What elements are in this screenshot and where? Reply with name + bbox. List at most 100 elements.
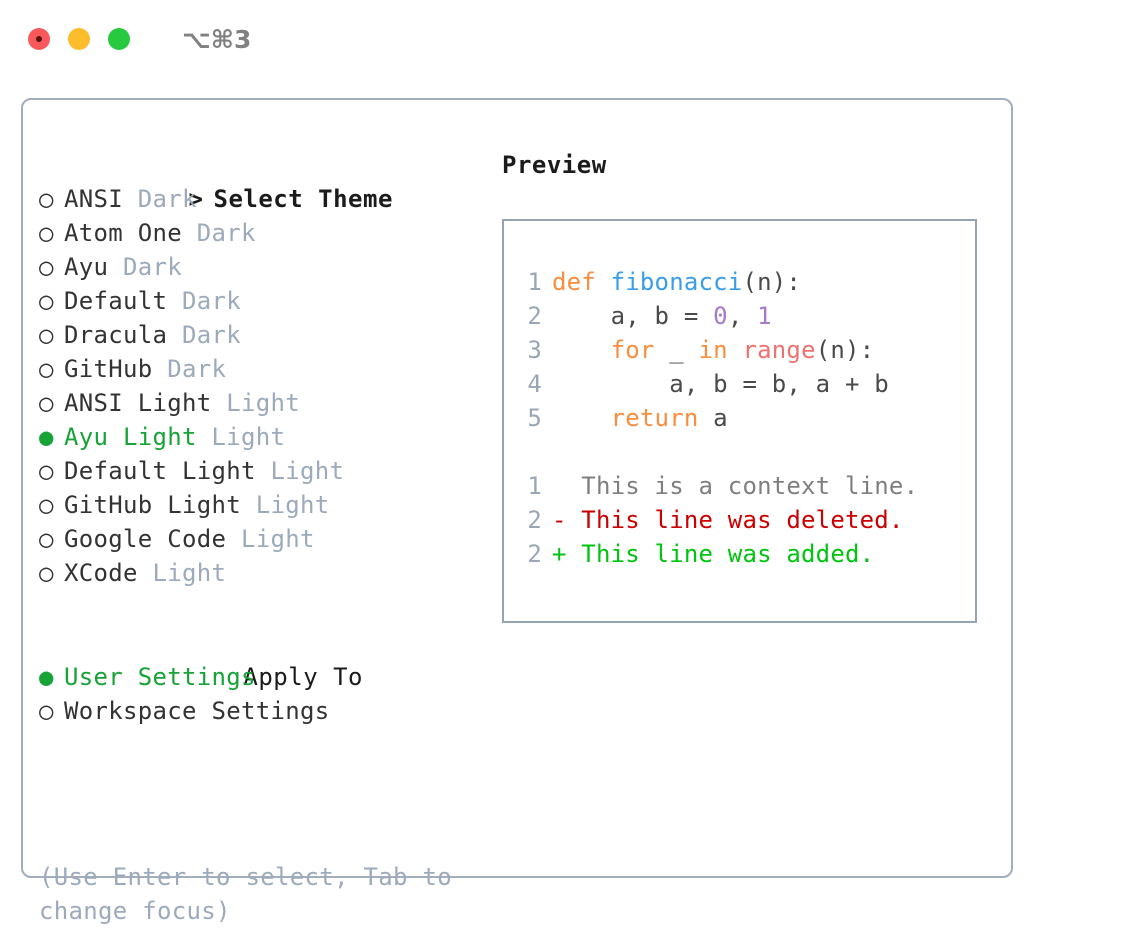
theme-option-ayu-light[interactable]: ● Ayu Light Light — [39, 420, 494, 454]
theme-variant-badge: Dark — [167, 355, 227, 383]
code-line: 4 a, b = b, a + b — [518, 367, 969, 401]
theme-option-xcode[interactable]: ○XCode Light — [39, 556, 494, 590]
radio-unselected-icon: ○ — [39, 697, 54, 725]
theme-option-github-light[interactable]: ○ GitHub Light Light — [39, 488, 494, 522]
code-token-pl: a — [698, 404, 728, 432]
line-number: 2 — [527, 540, 542, 568]
radio-unselected-icon: ○ — [39, 525, 54, 553]
theme-option-label: ANSI — [64, 185, 138, 213]
select-theme-title: Select Theme — [213, 185, 393, 213]
radio-unselected-icon: ○ — [39, 287, 54, 315]
line-number: 3 — [527, 336, 542, 364]
theme-variant-badge: Dark — [137, 185, 197, 213]
line-number: 1 — [527, 268, 542, 296]
code-token-kw: in — [698, 336, 728, 364]
code-token-pl — [728, 336, 743, 364]
theme-option-label: Ayu — [64, 253, 123, 281]
theme-option-dracula[interactable]: ○ Dracula Dark — [39, 318, 494, 352]
theme-option-label: Atom One — [64, 219, 197, 247]
theme-option-default[interactable]: ○Default Dark — [39, 284, 494, 318]
theme-variant-badge: Dark — [123, 253, 182, 281]
apply-to-section: Apply To ● User Settings ○Workspace Settin… — [39, 626, 494, 728]
theme-option-label: XCode — [64, 559, 153, 587]
code-token-pl: (n): — [742, 268, 802, 296]
apply-option-list: ● User Settings ○Workspace Settings — [39, 660, 494, 728]
minimize-button[interactable] — [68, 28, 90, 50]
theme-variant-badge: Dark — [196, 219, 256, 247]
theme-option-list: ○ANSI Dark○Atom One Dark○Ayu Dark○Defaul… — [39, 182, 494, 590]
preview-spacer — [518, 435, 969, 469]
apply-option-workspace-settings[interactable]: ○Workspace Settings — [39, 694, 494, 728]
diff-line-text: - This line was deleted. — [552, 506, 904, 534]
diff-line-ctx: 1 This is a context line. — [518, 469, 969, 503]
diff-line-text: + This line was added. — [552, 540, 875, 568]
apply-option-label: User Settings — [64, 663, 256, 691]
theme-picker-dialog: >Select Theme ○ANSI Dark○Atom One Dark○A… — [21, 98, 1013, 925]
theme-option-label: GitHub Light — [64, 491, 256, 519]
theme-option-ansi-light[interactable]: ○ANSI Light Light — [39, 386, 494, 420]
radio-unselected-icon: ○ — [39, 321, 54, 349]
theme-option-ansi[interactable]: ○ ANSI Dark — [39, 182, 494, 216]
radio-unselected-icon: ○ — [39, 185, 54, 213]
line-number: 1 — [527, 472, 542, 500]
code-token-pl: a, b = b, a + b — [552, 370, 889, 398]
theme-option-label: Google Code — [64, 525, 241, 553]
theme-option-label: Dracula — [64, 321, 182, 349]
apply-to-header: Apply To — [39, 626, 494, 691]
radio-unselected-icon: ○ — [39, 491, 54, 519]
theme-option-ayu[interactable]: ○ Ayu Dark — [39, 250, 494, 284]
theme-option-label: Default — [64, 287, 182, 315]
code-token-num: 0 — [713, 302, 728, 330]
theme-variant-badge: Light — [226, 389, 300, 417]
maximize-button[interactable] — [108, 28, 130, 50]
help-hint-text: (Use Enter to select, Tab to change focu… — [39, 863, 452, 925]
radio-selected-icon: ● — [39, 423, 54, 451]
theme-option-atom-one[interactable]: ○Atom One Dark — [39, 216, 494, 250]
diff-line-add: 2 + This line was added. — [518, 537, 969, 571]
code-line: 3 for _ in range(n): — [518, 333, 969, 367]
window-controls — [28, 28, 130, 50]
theme-variant-badge: Light — [211, 423, 286, 451]
code-token-pl — [552, 404, 611, 432]
theme-option-label: Ayu Light — [64, 423, 212, 451]
apply-to-title: Apply To — [243, 663, 363, 691]
line-number: 5 — [527, 404, 542, 432]
theme-variant-badge: Dark — [182, 321, 241, 349]
theme-option-github[interactable]: ○GitHub Dark — [39, 352, 494, 386]
theme-variant-badge: Light — [270, 457, 345, 485]
theme-variant-badge: Light — [255, 491, 330, 519]
close-button[interactable] — [28, 28, 50, 50]
code-token-pl: (n): — [815, 336, 875, 364]
select-theme-header: > Select Theme — [39, 148, 494, 213]
theme-option-google-code[interactable]: ○ Google Code Light — [39, 522, 494, 556]
theme-option-default-light[interactable]: ○ Default Light Light — [39, 454, 494, 488]
code-line: 5 return a — [518, 401, 969, 435]
focus-caret-icon: > — [188, 185, 204, 213]
radio-selected-icon: ● — [39, 663, 54, 691]
radio-unselected-icon: ○ — [39, 253, 54, 281]
radio-unselected-icon: ○ — [39, 457, 54, 485]
code-token-pl — [552, 336, 611, 364]
code-token-num: 1 — [757, 302, 772, 330]
line-number: 2 — [527, 302, 542, 330]
code-token-kw: for — [610, 336, 655, 364]
theme-option-label: Default Light — [64, 457, 271, 485]
keyboard-shortcut-label: ⌥⌘3 — [182, 24, 252, 54]
diff-line-text: This is a context line. — [552, 472, 919, 500]
code-token-pl: , — [727, 302, 758, 330]
code-line: 2 a, b = 0, 1 — [518, 299, 969, 333]
title-bar: ⌥⌘3 — [0, 0, 1140, 78]
diff-line-del: 2 - This line was deleted. — [518, 503, 969, 537]
apply-option-user-settings[interactable]: ● User Settings — [39, 660, 494, 694]
code-token-pl: a, b = — [552, 302, 714, 330]
theme-variant-badge: Light — [241, 525, 315, 553]
preview-title: Preview — [502, 151, 607, 179]
code-token-bi: range — [742, 336, 816, 364]
line-number: 2 — [527, 506, 542, 534]
theme-variant-badge: Light — [152, 559, 227, 587]
line-number: 4 — [527, 370, 542, 398]
